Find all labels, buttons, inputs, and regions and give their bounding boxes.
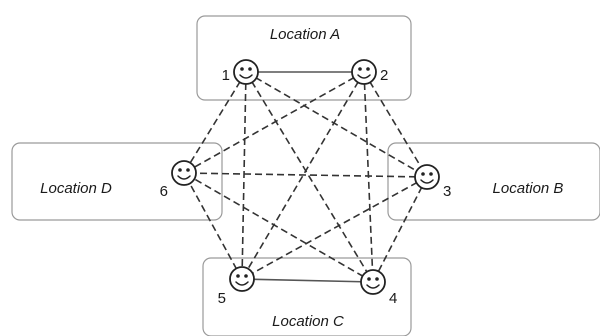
node-label-1: 1 — [222, 67, 230, 84]
dashed-link-3-6 — [183, 172, 428, 178]
node-1: 1 — [222, 59, 259, 85]
nodes-layer: 1 2 3 4 5 6 — [160, 59, 451, 307]
links-layer — [183, 71, 428, 283]
location-label-b: Location B — [493, 180, 564, 197]
smiley-face-icon — [414, 164, 440, 190]
node-label-5: 5 — [218, 290, 226, 307]
location-label-c: Location C — [272, 313, 344, 330]
dashed-link-2-6 — [183, 71, 365, 174]
smiley-face-icon — [233, 59, 259, 85]
dashed-link-2-4 — [363, 71, 374, 283]
location-box-b — [387, 142, 600, 221]
dashed-link-2-5 — [241, 71, 365, 280]
location-box-d — [11, 142, 223, 221]
dashed-link-1-6 — [183, 71, 247, 174]
location-box-c — [202, 257, 412, 336]
dashed-link-5-6 — [183, 172, 243, 280]
dashed-link-1-4 — [245, 71, 374, 283]
solid-link-4-5 — [241, 278, 374, 283]
location-labels: Location A Location B Location C Locatio… — [40, 26, 563, 330]
node-2: 2 — [351, 59, 388, 85]
node-4: 4 — [360, 269, 397, 307]
dashed-link-3-4 — [372, 176, 428, 283]
node-label-3: 3 — [443, 183, 451, 200]
dashed-link-4-6 — [183, 172, 374, 283]
dashed-link-3-5 — [241, 176, 428, 280]
node-label-2: 2 — [380, 67, 388, 84]
node-5: 5 — [218, 266, 255, 307]
dashed-link-1-5 — [241, 71, 247, 280]
location-boxes — [11, 15, 600, 336]
dashed-link-2-3 — [363, 71, 428, 178]
smiley-face-icon — [360, 269, 386, 295]
location-label-a: Location A — [270, 26, 340, 43]
smiley-face-icon — [229, 266, 255, 292]
dashed-link-1-3 — [245, 71, 428, 178]
smiley-face-icon — [351, 59, 377, 85]
node-6: 6 — [160, 160, 197, 200]
node-label-6: 6 — [160, 183, 168, 200]
smiley-face-icon — [171, 160, 197, 186]
node-3: 3 — [414, 164, 451, 200]
location-label-d: Location D — [40, 180, 112, 197]
node-label-4: 4 — [389, 290, 397, 307]
